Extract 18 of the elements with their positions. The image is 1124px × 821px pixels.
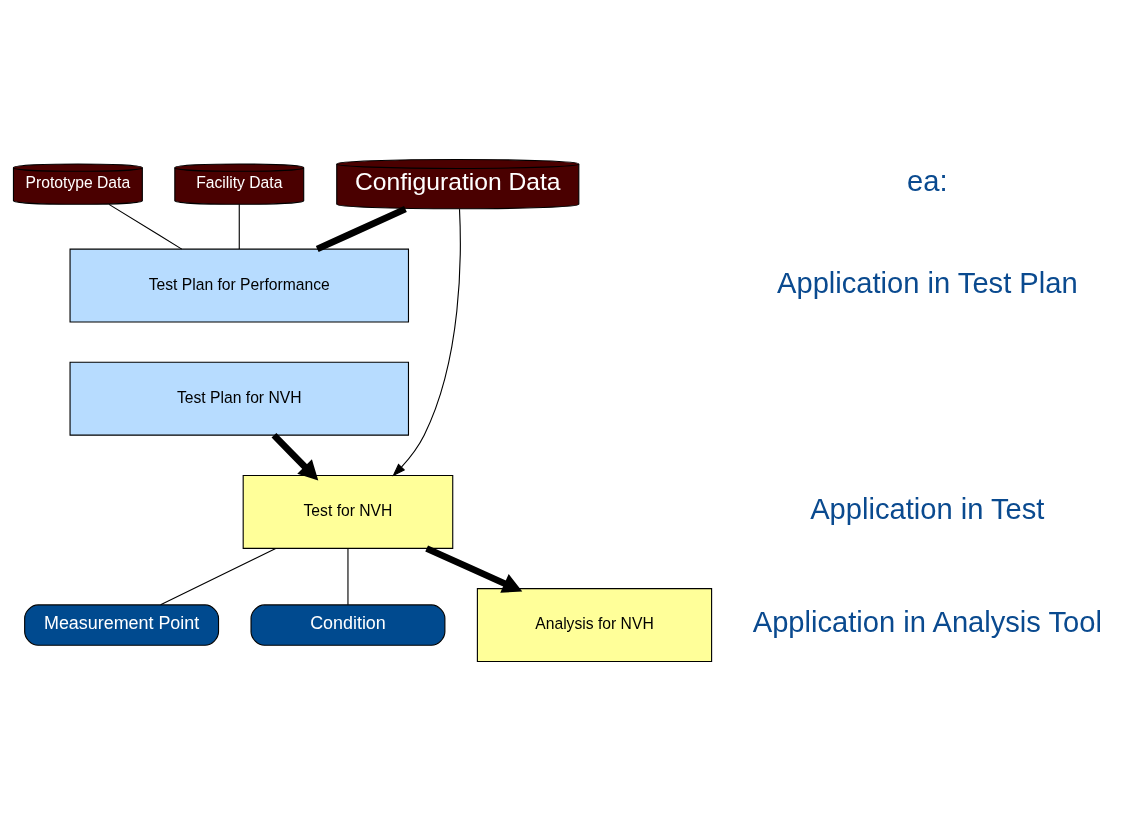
node-box: Analysis for NVH	[476, 588, 713, 663]
connector	[238, 203, 240, 250]
node-box: Test Plan for Performance	[69, 248, 410, 323]
label: Application in Test Plan	[777, 266, 1078, 299]
connector	[315, 205, 407, 253]
node-box: Test Plan for NVH	[69, 361, 410, 436]
connector	[347, 547, 349, 606]
connector	[108, 203, 183, 250]
node-box: Measurement Point	[24, 604, 220, 646]
label: Application in Analysis Tool	[752, 606, 1102, 639]
arrow	[425, 545, 523, 593]
label: Application in Test	[810, 492, 1045, 525]
node-box: Condition	[250, 604, 446, 646]
arrow	[271, 432, 319, 481]
connector	[160, 547, 277, 606]
label: ea:	[907, 165, 948, 198]
arrow	[392, 208, 461, 477]
node-box: Test for NVH	[242, 474, 454, 549]
